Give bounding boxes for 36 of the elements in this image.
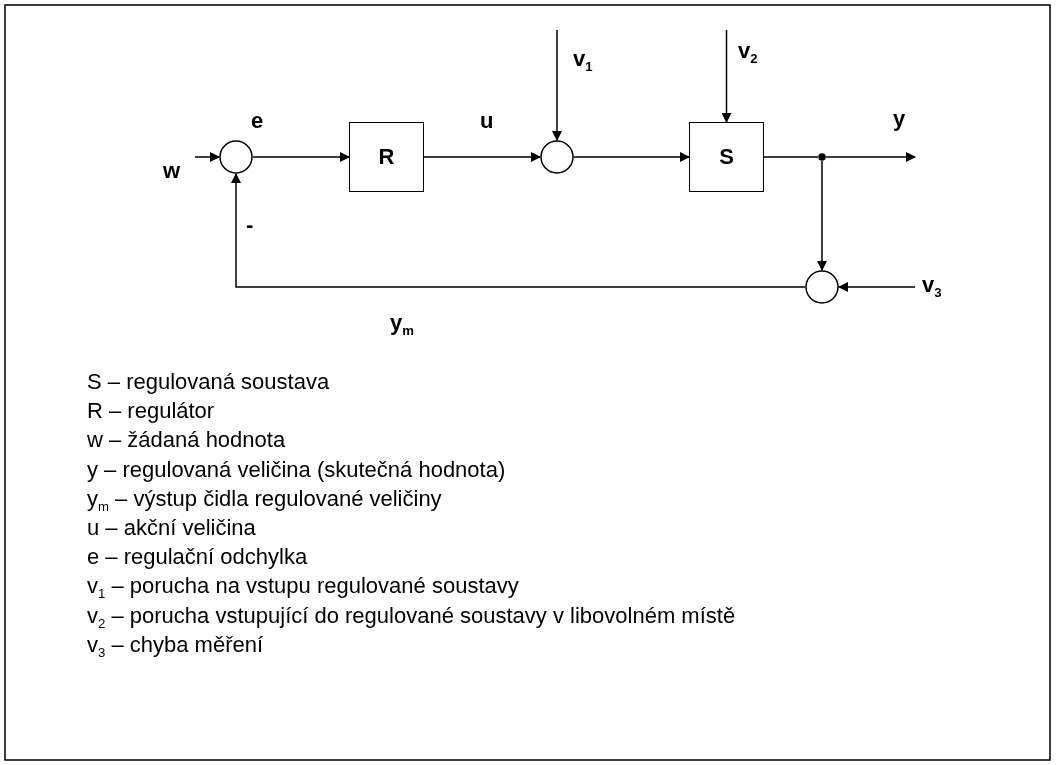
legend-text: R – regulátor	[87, 399, 215, 424]
arrow	[231, 173, 806, 288]
block: R	[349, 122, 424, 192]
edge-label: e	[251, 110, 264, 132]
edge-label: u	[480, 110, 494, 132]
edge-label: w	[163, 160, 181, 182]
block: S	[689, 122, 764, 192]
arrow	[573, 152, 690, 162]
legend-text: v$_{2}$ – porucha vstupující do regulované soustavy v libovolném místě	[87, 603, 736, 632]
edge-label: v$_{1}$	[573, 48, 593, 74]
arrow	[423, 152, 541, 162]
arrow	[817, 160, 827, 271]
legend-text: y$_{m}$ – výstup čidla regulované veličiny	[87, 486, 442, 515]
sign-label: -	[246, 214, 254, 236]
arrow	[838, 282, 916, 292]
summing-junction	[805, 270, 839, 304]
edge-label: v$_{3}$	[922, 274, 942, 300]
branch-point	[818, 153, 826, 161]
edge-label: y	[893, 108, 906, 130]
edge-label: v$_{2}$	[738, 40, 758, 66]
legend-text: y – regulovaná veličina (skutečná hodnota)	[87, 457, 506, 482]
edge-label: y$_{m}$	[390, 312, 414, 338]
legend-text: S – regulovaná soustava	[87, 370, 330, 395]
legend-text: v$_{1}$ – porucha na vstupu regulované soustavy	[87, 574, 519, 603]
summing-junction	[540, 140, 574, 174]
arrow	[825, 152, 916, 162]
summing-junction	[219, 140, 253, 174]
arrow	[552, 29, 562, 141]
legend-text: v$_{3}$ – chyba měření	[87, 632, 264, 661]
arrow	[721, 29, 732, 123]
legend-text: u – akční veličina	[87, 516, 256, 541]
legend-text: w – žádaná hodnota	[87, 428, 286, 453]
connector-line	[763, 156, 819, 158]
arrow	[252, 152, 350, 162]
arrow	[194, 152, 220, 162]
legend-text: e – regulační odchylka	[87, 545, 308, 570]
